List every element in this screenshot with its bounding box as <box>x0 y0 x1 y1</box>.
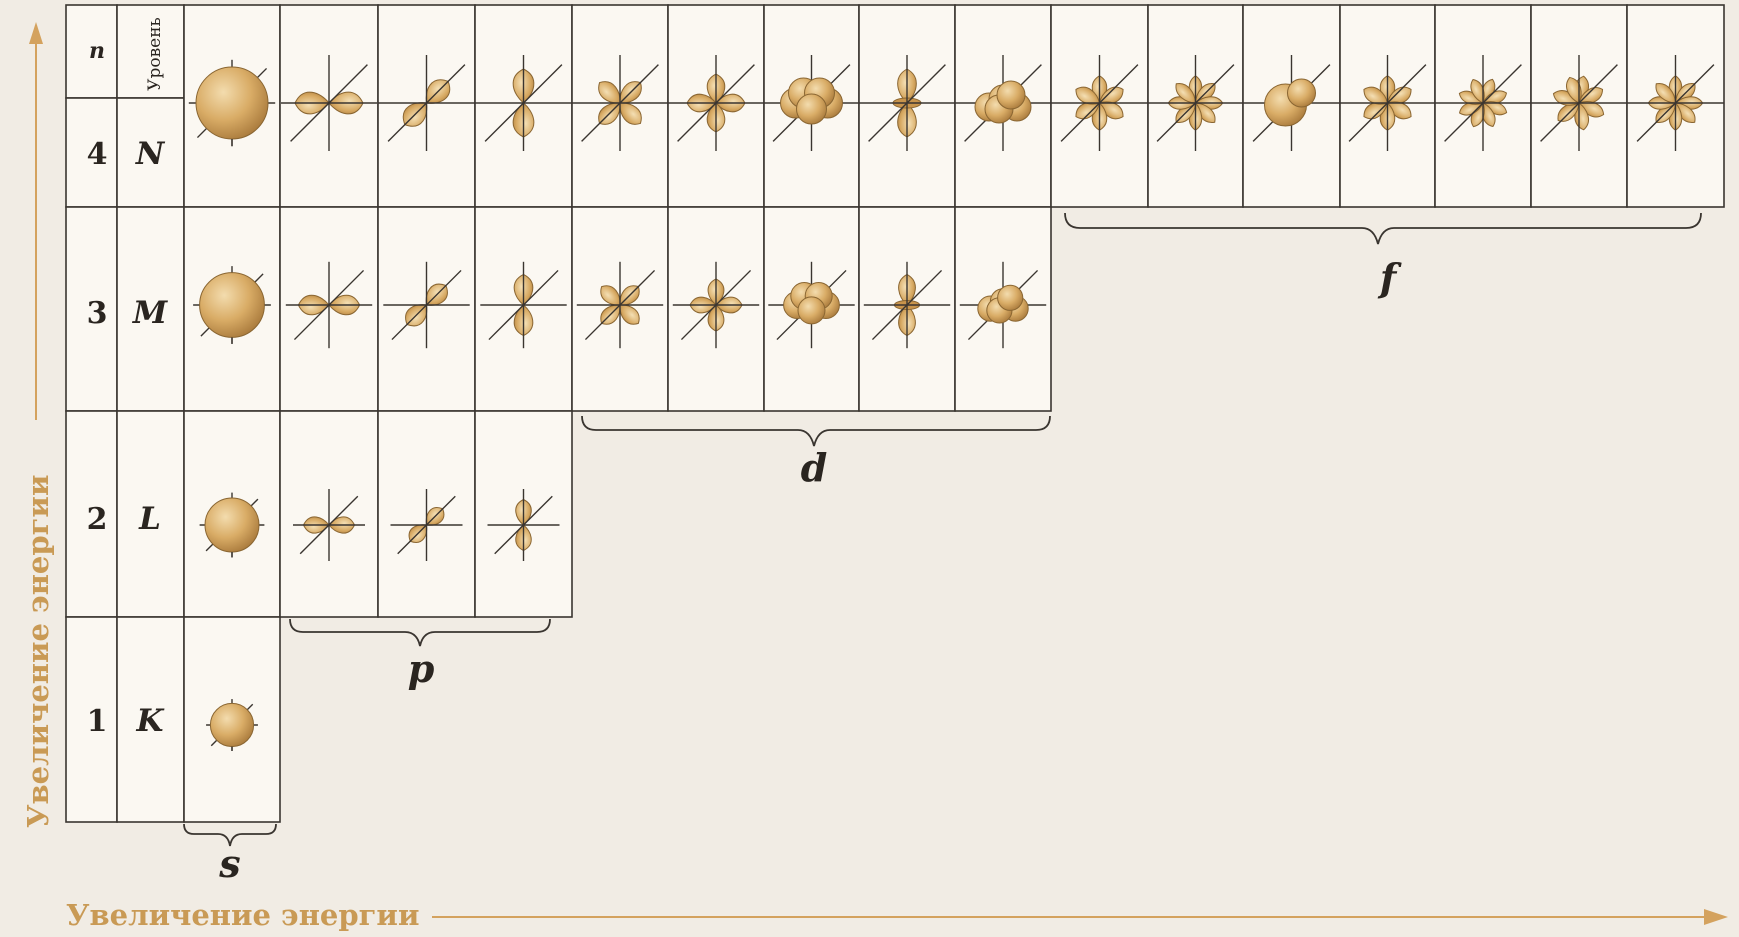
f-label: f <box>1377 255 1402 300</box>
d-brace <box>582 416 1050 446</box>
d-lobe-ball <box>998 285 1023 310</box>
p-brace <box>290 619 550 646</box>
horizontal-axis-label: Увеличение энергии <box>66 898 419 932</box>
row-1-level: K <box>136 703 165 739</box>
d-lobe-ball <box>798 297 825 324</box>
row-1-n: 1 <box>87 704 108 739</box>
d-label: d <box>801 445 828 490</box>
row-3-n: 3 <box>87 296 108 331</box>
row-2-n: 2 <box>87 502 108 537</box>
vertical-axis-label: Увеличение энергии <box>21 475 55 828</box>
level-header: Уровень <box>145 17 165 91</box>
horizontal-axis-arrowhead <box>1704 909 1728 925</box>
s-orbital-sphere <box>196 67 268 139</box>
s-orbital-sphere <box>210 703 253 746</box>
n-header: n <box>89 38 105 64</box>
s-orbital-sphere <box>200 273 265 338</box>
d-lobe-ball <box>797 94 827 124</box>
f-brace <box>1065 213 1701 244</box>
p-label: p <box>408 646 435 691</box>
s-orbital-sphere <box>205 498 259 552</box>
level-grid <box>66 5 1724 822</box>
row-3-level: M <box>132 295 169 331</box>
vertical-axis-arrowhead <box>29 22 43 44</box>
s-label: s <box>218 841 240 886</box>
d-lobe-ball <box>997 81 1025 109</box>
row-4-n: 4 <box>87 137 108 172</box>
row-4-level: N <box>135 136 166 172</box>
row-2-level: L <box>138 501 161 537</box>
f-ball <box>1288 79 1316 107</box>
